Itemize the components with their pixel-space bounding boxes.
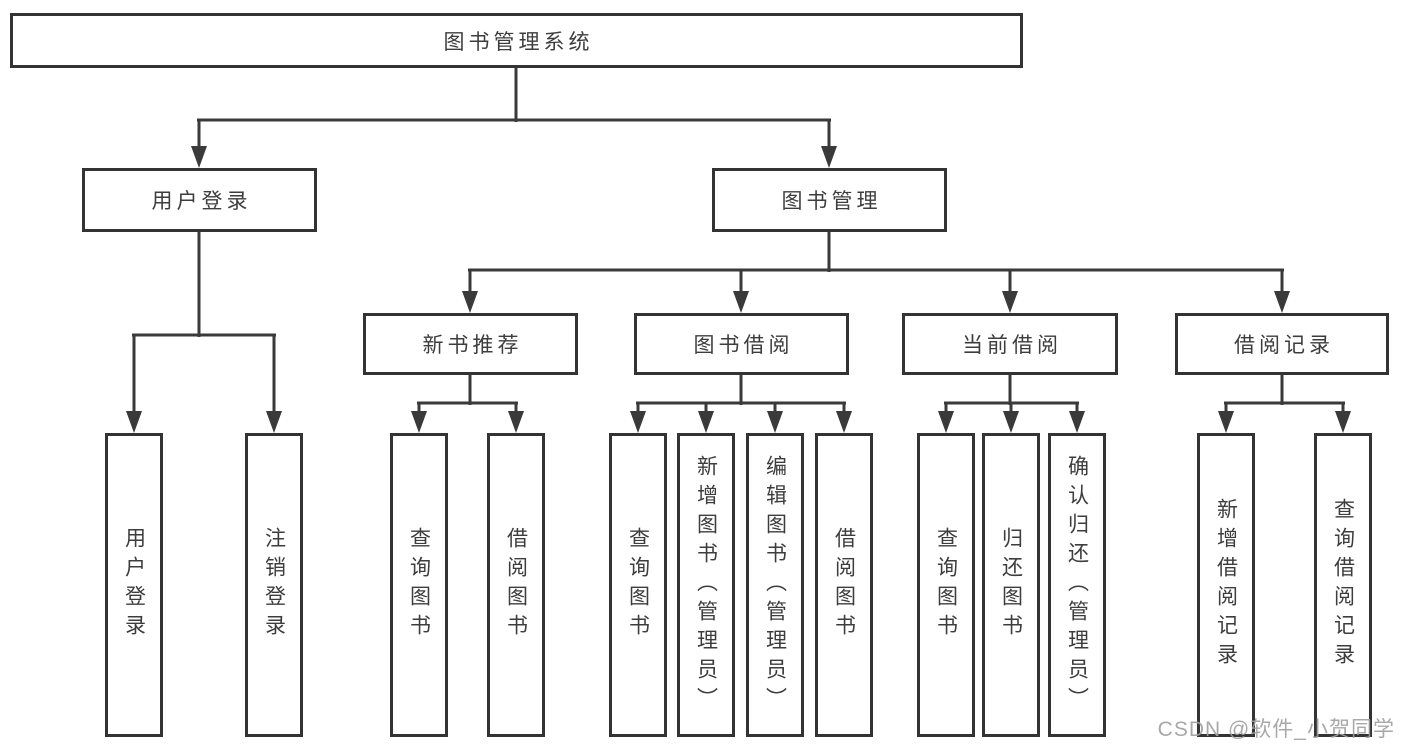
arrowheads: [126, 146, 1351, 433]
node-user-login: 用户登录: [82, 168, 317, 232]
node-book-management: 图书管理: [712, 168, 947, 232]
node-book-borrow: 图书借阅: [634, 313, 849, 375]
leaf-records-add-record: 新增借阅记录: [1197, 433, 1255, 737]
leaf-borrow-borrow-books: 借阅图书: [815, 433, 873, 737]
csdn-watermark: CSDN @软件_小贺同学: [1157, 718, 1395, 741]
leaf-current-query-books: 查询图书: [917, 433, 975, 737]
leaf-borrow-add-books-admin: 新增图书（管理员）: [677, 433, 735, 737]
leaf-current-return-books: 归还图书: [982, 433, 1040, 737]
leaf-user-login: 用户登录: [105, 433, 163, 737]
leaf-borrow-query-books: 查询图书: [609, 433, 667, 737]
node-new-book-recommend: 新书推荐: [363, 313, 578, 375]
leaf-borrow-edit-books-admin: 编辑图书（管理员）: [746, 433, 804, 737]
node-borrow-records: 借阅记录: [1175, 313, 1389, 375]
leaf-recommend-borrow-books: 借阅图书: [487, 433, 545, 737]
leaf-recommend-query-books: 查询图书: [390, 433, 448, 737]
node-current-borrow: 当前借阅: [902, 313, 1118, 375]
leaf-logout: 注销登录: [245, 433, 303, 737]
leaf-records-query-record: 查询借阅记录: [1314, 433, 1372, 737]
node-library-management-system: 图书管理系统: [10, 13, 1023, 68]
connector-strokes: [132, 68, 1345, 416]
leaf-current-confirm-return-admin: 确认归还（管理员）: [1048, 433, 1106, 737]
